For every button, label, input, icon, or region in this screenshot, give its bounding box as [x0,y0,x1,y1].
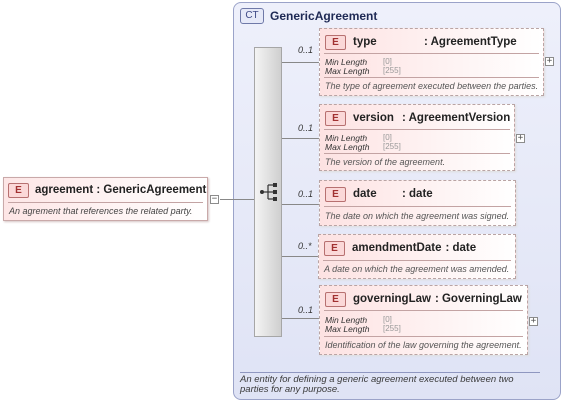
cardinality-date: 0..1 [298,189,314,199]
element-separator [324,206,511,207]
element-type-name: : AgreementType [424,36,517,48]
element-header: E version : AgreementVersion [325,110,511,126]
connector-type [282,62,320,63]
complex-type-name: GenericAgreement [270,9,378,23]
connector-governing-law [282,318,320,319]
element-badge: E [325,291,346,307]
element-separator [324,129,510,130]
element-governing-law[interactable]: E governingLaw : GoverningLaw Min Length… [319,285,528,355]
facet-min-length-label: Min Length [325,133,368,143]
element-name: date [353,188,377,200]
facet-min-length-label: Min Length [325,57,368,67]
element-description: The date on which the agreement was sign… [325,211,510,221]
facet-max-length-value: [255] [383,324,401,333]
expand-toggle[interactable]: + [545,56,554,66]
sequence-icon [260,183,277,201]
root-element-header: E agreement : GenericAgreement [8,182,207,198]
element-separator [323,260,511,261]
cardinality-version: 0..1 [298,123,314,133]
facet-min-length-value: [0] [383,133,392,142]
root-element-name: agreement : GenericAgreement [35,184,207,196]
element-type-name: : date [402,188,433,200]
element-name: type [353,36,377,48]
connector-date [282,204,320,205]
element-description: Identification of the law governing the … [325,340,522,350]
facet-max-length-label: Max Length [325,66,370,76]
element-type[interactable]: E type : AgreementType Min Length [0] Ma… [319,28,544,96]
expand-toggle[interactable]: + [516,133,525,143]
element-name: version [353,112,394,124]
element-badge: E [325,34,346,50]
element-type-name: : date [445,242,477,254]
element-badge: E [325,110,346,126]
expand-toggle[interactable]: + [529,316,538,326]
cardinality-amendment-date: 0..* [298,241,312,251]
sequence-compositor[interactable] [254,47,282,337]
facet-min-length-label: Min Length [325,315,368,325]
element-header: E date : date [325,186,433,202]
element-description: The version of the agreement. [325,157,446,167]
element-name: governingLaw [353,293,431,305]
complex-type-header: CT GenericAgreement [240,8,377,24]
element-badge: E [8,182,29,198]
element-separator [324,53,539,54]
element-header: E type : AgreementType [325,34,517,50]
facet-min-length-value: [0] [383,57,392,66]
connector-amendment-date [282,256,318,257]
element-name: amendmentDate [352,242,442,254]
element-badge: E [324,240,345,256]
element-description: The type of agreement executed between t… [325,81,539,91]
element-separator [324,336,523,337]
cardinality-governing-law: 0..1 [298,305,314,315]
element-header: E governingLaw : GoverningLaw [325,291,522,307]
element-date[interactable]: E date : date The date on which the agre… [319,180,516,226]
cardinality-type: 0..1 [298,45,314,55]
element-version[interactable]: E version : AgreementVersion Min Length … [319,104,515,171]
element-badge: E [325,186,346,202]
element-type-name: : AgreementVersion [402,112,511,124]
element-separator [324,77,539,78]
facet-max-length-value: [255] [383,66,401,75]
facet-min-length-value: [0] [383,315,392,324]
element-amendment-date[interactable]: E amendmentDate : date A date on which t… [318,234,516,279]
root-element[interactable]: E agreement : GenericAgreement An agreme… [3,177,208,221]
connector-root-sequence [220,199,254,200]
element-separator [324,310,523,311]
element-description: A date on which the agreement was amende… [324,264,510,274]
root-element-separator [8,202,203,203]
element-separator [324,153,510,154]
collapse-toggle[interactable]: − [210,194,219,204]
complex-type-description: An entity for defining a generic agreeme… [240,374,514,395]
facet-max-length-value: [255] [383,142,401,151]
root-element-description: An agrement that references the related … [9,206,193,216]
facet-max-length-label: Max Length [325,324,370,334]
connector-version [282,138,320,139]
element-header: E amendmentDate : date [324,240,477,256]
complex-type-badge: CT [240,8,264,24]
facet-max-length-label: Max Length [325,142,370,152]
complex-type-separator [240,372,540,373]
element-type-name: : GoverningLaw [434,293,522,305]
